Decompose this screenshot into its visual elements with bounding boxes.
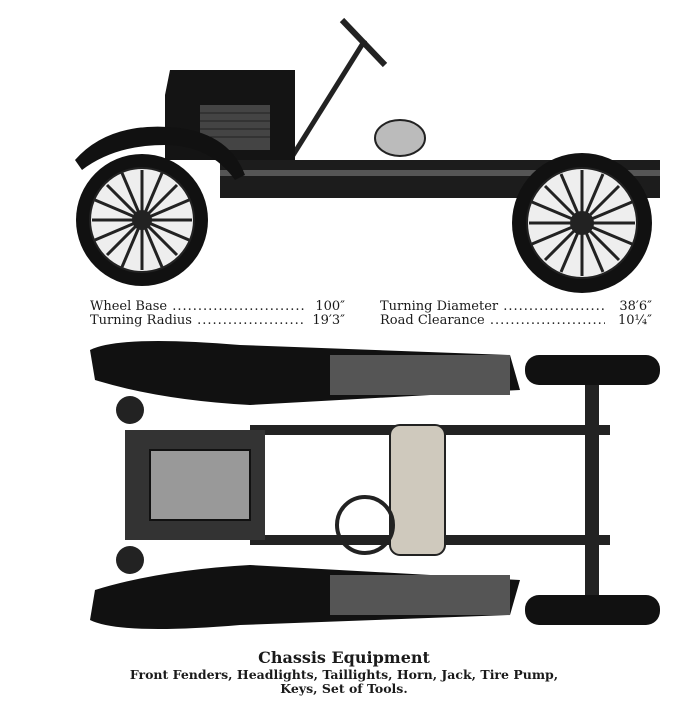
spec-row-wheel-base: Wheel Base 100″ — [90, 300, 345, 314]
specs-right-column: Turning Diameter 38′6″ Road Clearance 10… — [380, 300, 652, 328]
chassis-top-view-illustration — [90, 341, 660, 629]
spec-row-road-clearance: Road Clearance 10¼″ — [380, 314, 652, 328]
spec-value: 38′6″ — [619, 299, 652, 314]
specs-left-column: Wheel Base 100″ Turning Radius 19′3″ — [90, 300, 345, 328]
chassis-side-view-illustration — [75, 17, 660, 293]
caption-line: Front Fenders, Headlights, Taillights, H… — [129, 667, 559, 682]
rear-wheel — [512, 153, 652, 293]
spec-row-turning-diameter: Turning Diameter 38′6″ — [380, 300, 652, 314]
spec-label: Turning Radius — [90, 314, 305, 328]
spec-label: Wheel Base — [90, 300, 305, 314]
front-wheel — [76, 154, 208, 286]
caption-line: Keys, Set of Tools. — [280, 681, 408, 696]
spec-row-turning-radius: Turning Radius 19′3″ — [90, 314, 345, 328]
spec-value: 19′3″ — [312, 313, 345, 328]
spec-label: Road Clearance — [380, 314, 605, 328]
caption-body: Front Fenders, Headlights, Taillights, H… — [0, 668, 688, 696]
spec-value: 100″ — [315, 299, 345, 314]
spec-value: 10¼″ — [618, 313, 652, 328]
spec-label: Turning Diameter — [380, 300, 605, 314]
caption-title: Chassis Equipment — [258, 648, 430, 667]
